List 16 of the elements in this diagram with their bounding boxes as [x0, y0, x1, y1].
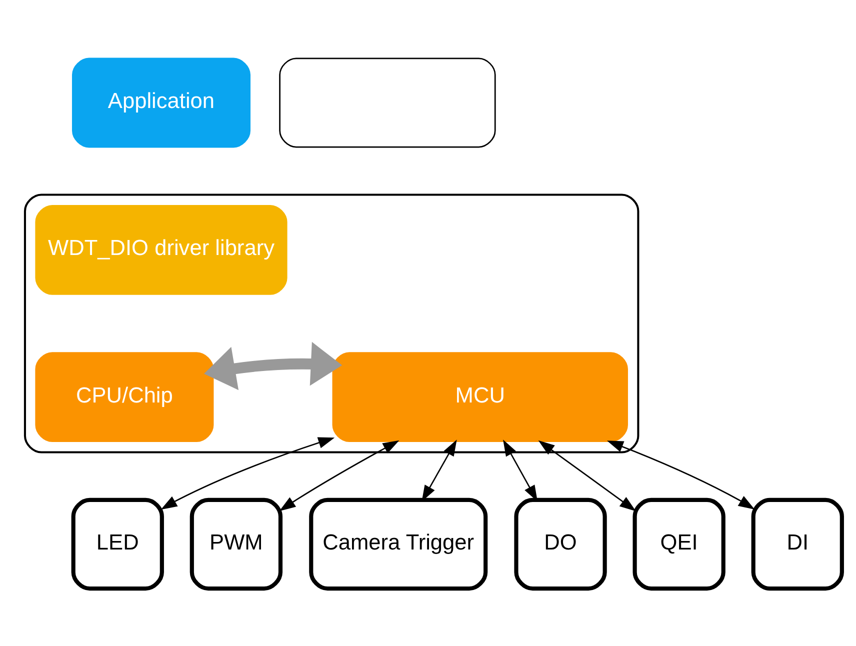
node-box: CPU/Chip [35, 352, 214, 442]
arrow [538, 440, 636, 511]
node-box: WDT_DIO driver library [35, 204, 288, 294]
arrow [279, 440, 400, 511]
node-box: DO [514, 497, 607, 590]
node-box [279, 57, 496, 148]
node-box: PWM [190, 497, 283, 590]
node-box: LED [71, 497, 164, 590]
node-box: Camera Trigger [309, 497, 488, 590]
node-box: QEI [632, 497, 726, 590]
node-box: Application [72, 57, 250, 148]
arrow [606, 440, 755, 509]
node-box: MCU [332, 352, 628, 442]
arrow [160, 436, 335, 510]
node-box: DI [751, 497, 844, 590]
arrow [204, 341, 342, 390]
